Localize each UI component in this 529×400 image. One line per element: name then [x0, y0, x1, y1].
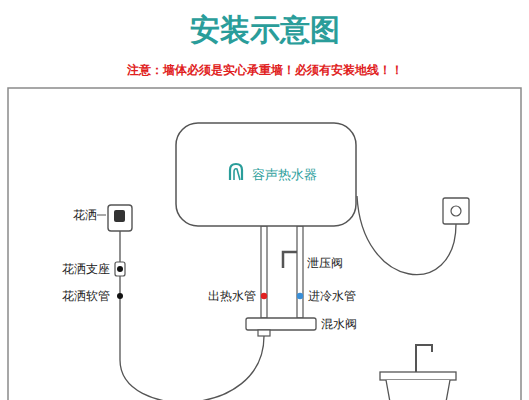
- wall-outline: [8, 88, 521, 400]
- shower-nozzle: [114, 210, 125, 222]
- shower-head: [108, 205, 132, 231]
- part-label: 花洒支座: [62, 262, 110, 276]
- warning-note: 注意：墙体必须是实心承重墙！必须有安装地线！！: [127, 63, 403, 77]
- brand-logo: [230, 164, 242, 180]
- sink-basin: [386, 380, 450, 400]
- part-label: 花洒软管: [62, 289, 110, 303]
- part-label: 混水阀: [321, 317, 357, 331]
- part-label: 出热水管: [208, 289, 256, 303]
- part-label: 进冷水管: [308, 289, 356, 303]
- shower-bracket: [115, 262, 125, 276]
- power-cable: [357, 196, 456, 275]
- part-label: 花洒: [73, 208, 97, 222]
- heater-box: 容声热水器: [176, 123, 356, 226]
- leader-line: [97, 215, 106, 216]
- marker-dot: [117, 266, 123, 272]
- marker-dot: [117, 293, 123, 299]
- page-title: 安装示意图: [0, 12, 529, 48]
- pressure-valve: [283, 252, 297, 268]
- part-label: 泄压阀: [307, 256, 343, 270]
- power-socket: [443, 198, 469, 224]
- valve-outlet: [258, 330, 270, 336]
- socket-hole: [451, 206, 461, 216]
- brand-name: 容声热水器: [252, 166, 317, 184]
- cold-dot: [297, 293, 303, 299]
- cold-pipe: [297, 226, 303, 318]
- shower-hose: [120, 230, 264, 400]
- mixing-valve: [246, 318, 316, 330]
- heater-body: [176, 123, 356, 226]
- sink-top: [380, 372, 456, 380]
- hot-pipe: [261, 226, 267, 318]
- faucet: [416, 345, 432, 372]
- hot-dot: [261, 293, 267, 299]
